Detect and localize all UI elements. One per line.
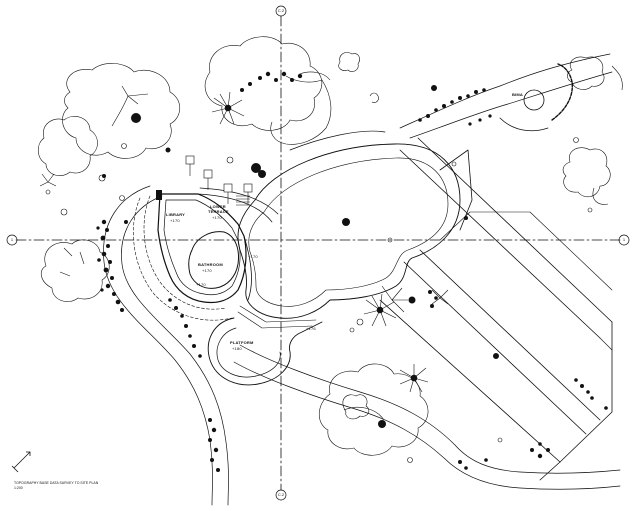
lantern-markers — [185, 155, 253, 204]
spot-elevation-1: +170 — [248, 254, 258, 259]
sheet-note: TOPOGRAPHY BASE DATA SURVEY TO SITE PLAN — [14, 481, 99, 485]
bathroom-elevation: +170 — [202, 268, 212, 273]
grid-marker-right-label: 1 — [623, 237, 626, 242]
grid-marker-top: C.2 — [275, 5, 287, 17]
platform-elevation: +180 — [232, 346, 242, 351]
tree-canopies — [37, 36, 623, 456]
grid-axes — [15, 15, 623, 491]
north-arrow — [11, 451, 31, 473]
pergola-label: BIMA — [512, 92, 523, 97]
spot-elevation-3: +176 — [306, 326, 316, 331]
grid-marker-left-label: 1 — [11, 237, 14, 242]
oval-lawn — [237, 143, 461, 319]
library-elevation: +170 — [170, 218, 180, 223]
sheet-note-scale: 1:200 — [14, 486, 23, 490]
grid-marker-bottom: C.2 — [275, 489, 287, 501]
garden-paths — [103, 53, 621, 506]
lower-terrace-label-2: TERRACE — [208, 209, 229, 214]
lower-terrace-elevation: +170 — [212, 215, 222, 220]
palm-trees — [39, 91, 449, 393]
platform-deck — [207, 305, 323, 386]
building-plan — [133, 187, 279, 321]
driveway — [379, 137, 613, 481]
grid-marker-right: 1 — [618, 234, 630, 246]
hedges — [96, 71, 608, 472]
grid-marker-left: 1 — [6, 234, 18, 246]
platform-label: PLATFORM — [230, 340, 254, 345]
grid-marker-bottom-label: C.2 — [278, 492, 285, 497]
rocks — [45, 137, 593, 463]
room-labels: LIBRARY +170 LOWER TERRACE +170 BATHROOM… — [166, 92, 523, 351]
pergola — [499, 63, 573, 132]
spot-elevation-2: +170 — [196, 282, 206, 287]
library-label: LIBRARY — [166, 212, 185, 217]
lower-terrace-label-1: LOWER — [210, 204, 226, 209]
bathroom-label: BATHROOM — [198, 262, 223, 267]
grid-marker-top-label: C.2 — [278, 8, 285, 13]
